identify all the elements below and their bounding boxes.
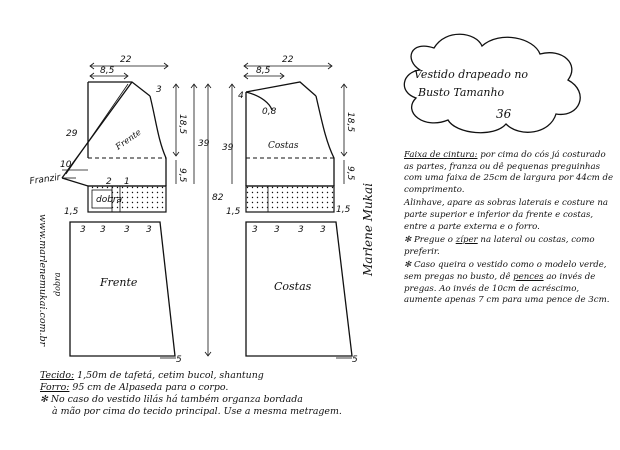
faixa-label: Faixa de cintura: xyxy=(404,150,478,160)
material-nota-2: à mão por cima do tecido principal. Use … xyxy=(52,406,342,417)
tecido-text: 1,50m de tafetá, cetim bucol, shantung xyxy=(77,370,264,381)
front-width-22: 22 xyxy=(120,55,132,65)
front-h-95: 9,5 xyxy=(177,168,187,183)
back-width-85: 8,5 xyxy=(256,66,271,76)
back-h-39: 39 xyxy=(222,143,234,153)
caso-pre: Caso queira o vestido como o modelo verd… xyxy=(404,260,607,282)
back-mark-1: 3 xyxy=(252,225,258,235)
materials-notes: Tecido: 1,50m de tafetá, cetim bucol, sh… xyxy=(40,370,480,418)
front-mark-3: 3 xyxy=(124,225,130,235)
note-caso: ✻ Caso queira o vestido como o modelo ve… xyxy=(404,260,610,306)
back-h-15: 1,5 xyxy=(336,205,351,215)
back-mark-3: 3 xyxy=(298,225,304,235)
front-height-dims: 18,5 39 9,5 82 xyxy=(172,83,224,357)
caso-pences: pences xyxy=(513,271,544,282)
back-mark-4: 3 xyxy=(320,225,326,235)
note-pregue: ✻ Pregue o zíper na lateral ou costas, c… xyxy=(404,235,595,257)
front-center-1: 1 xyxy=(124,177,130,187)
front-center-2: 2 xyxy=(106,177,112,187)
front-h-82: 82 xyxy=(212,193,224,203)
front-dobra-box: dobra xyxy=(96,195,122,205)
back-hem-5: 5 xyxy=(352,355,358,365)
front-pattern: 22 8,5 3 29 Frente 10 Franzir 2 1 dobra … xyxy=(29,55,182,365)
back-side-15: 1,5 xyxy=(226,207,241,217)
back-mark-2: 3 xyxy=(274,225,280,235)
pregue-post: na lateral ou costas, como preferir. xyxy=(404,235,595,257)
back-height-dims: 39 18,5 9,5 xyxy=(222,83,355,184)
title-line-2: Busto Tamanho xyxy=(417,86,505,99)
caso-post: ao invés de pregas. Ao invés de 10cm de … xyxy=(404,271,610,306)
front-diag-29: 29 xyxy=(66,129,78,139)
material-forro: Forro: 95 cm de Alpaseda para o corpo. xyxy=(40,382,480,394)
nota-line-1: No caso do vestido lilás há também organ… xyxy=(50,394,303,405)
watermark-url: www.marlenemukai.com.br xyxy=(37,214,48,348)
front-h-185: 18,5 xyxy=(177,114,187,134)
material-nota-1: ✻ No caso do vestido lilás há também org… xyxy=(40,394,303,405)
title-size: 36 xyxy=(496,107,512,121)
front-mark-4: 3 xyxy=(146,225,152,235)
front-shoulder-3: 3 xyxy=(156,85,162,95)
back-label-lower: Costas xyxy=(274,280,312,293)
front-mark-2: 3 xyxy=(100,225,106,235)
front-label-lower: Frente xyxy=(99,276,138,289)
front-franzir: Franzir xyxy=(29,173,62,187)
tecido-label: Tecido: xyxy=(40,370,75,381)
title-line-1: Vestido drapeado no xyxy=(414,68,528,81)
material-tecido: Tecido: 1,50m de tafetá, cetim bucol, sh… xyxy=(40,370,480,382)
forro-label: Forro: xyxy=(40,382,70,393)
front-mark-1: 3 xyxy=(80,225,86,235)
note-faixa: Faixa de cintura: por cima do cós já cos… xyxy=(404,150,616,196)
back-width-22: 22 xyxy=(282,55,294,65)
back-h-185: 18,5 xyxy=(345,112,355,132)
title-cloud: Vestido drapeado no Busto Tamanho 36 xyxy=(403,33,581,134)
instructions-notes: Faixa de cintura: por cima do cós já cos… xyxy=(404,150,616,309)
front-h-39: 39 xyxy=(198,139,210,149)
front-side-10: 10 xyxy=(60,160,72,170)
back-neck-4: 4 xyxy=(238,91,244,101)
back-pattern: 22 8,5 4 0,8 Costas 1,5 1,5 Costas 3 3 3… xyxy=(226,55,358,365)
back-label-upper: Costas xyxy=(268,141,299,151)
forro-text: 95 cm de Alpaseda para o corpo. xyxy=(72,382,229,393)
front-label-upper: Frente xyxy=(113,128,143,153)
note-alinhave: Alinhave, apare as sobras laterais e cos… xyxy=(404,198,609,232)
front-side-15: 1,5 xyxy=(64,207,79,217)
pregue-ziper: zíper xyxy=(455,235,478,246)
back-h-95: 9,5 xyxy=(345,166,355,181)
front-dobra: dobra xyxy=(53,272,62,296)
faixa-text: por cima do cós já costurado as partes, … xyxy=(404,150,614,195)
front-hem-5: 5 xyxy=(176,355,182,365)
pregue-pre: Pregue o xyxy=(413,235,453,246)
back-neck-08: 0,8 xyxy=(262,107,277,117)
front-width-85: 8,5 xyxy=(100,66,115,76)
signature: Marlene Mukai xyxy=(361,183,375,277)
